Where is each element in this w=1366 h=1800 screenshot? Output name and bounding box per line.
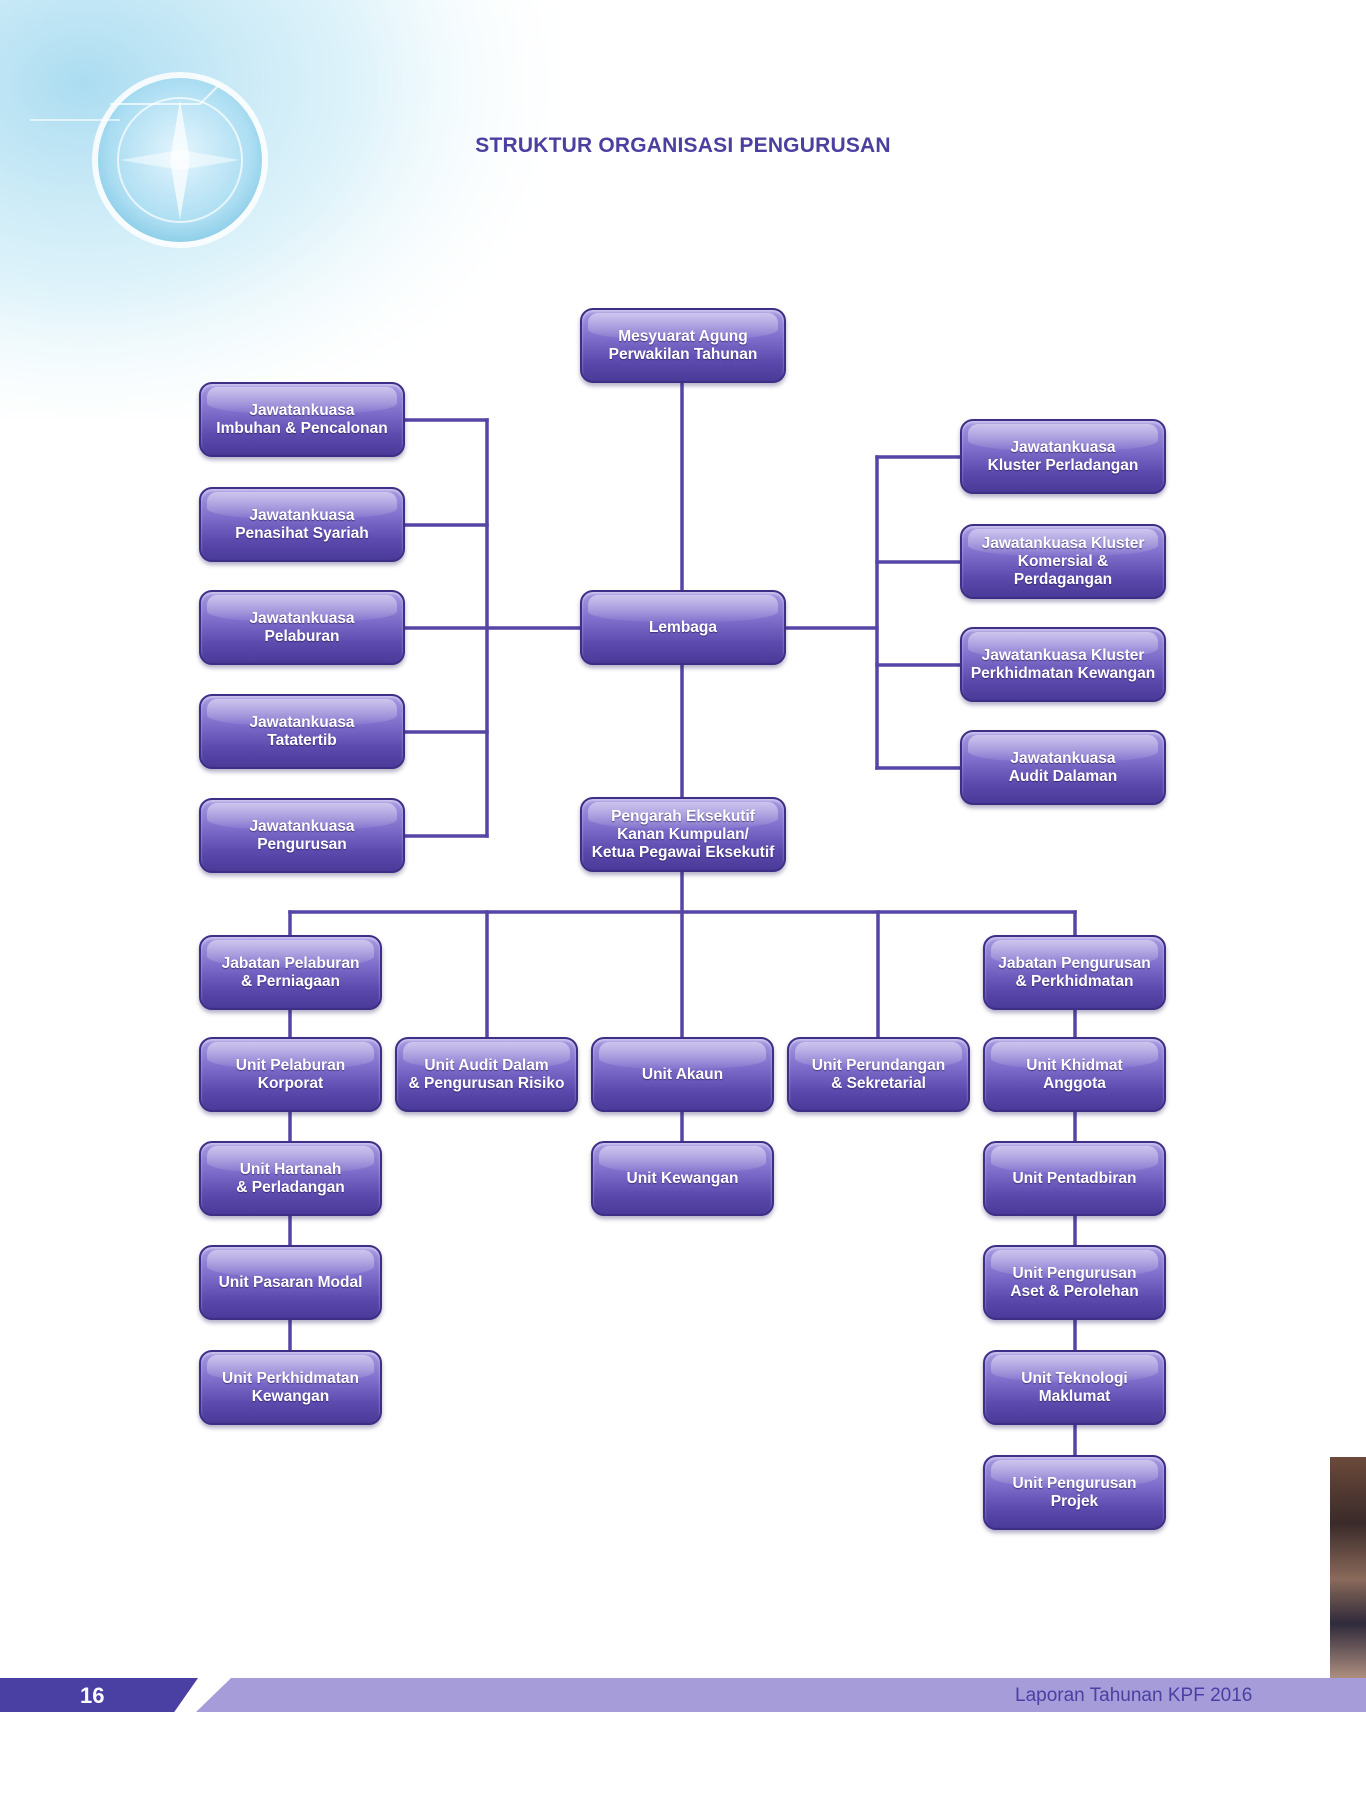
node-label: Unit Pelaburan Korporat	[235, 1056, 346, 1092]
node-label: Unit Khidmat Anggota	[1026, 1056, 1123, 1092]
node-label: Unit Akaun	[641, 1065, 724, 1083]
node-label: Jawatankuasa Pengurusan	[249, 817, 355, 853]
node-label: Unit Kewangan	[626, 1169, 739, 1187]
node-label: Pengarah Eksekutif Kanan Kumpulan/ Ketua…	[591, 807, 775, 861]
node-label: Unit Pengurusan Projek	[1012, 1474, 1137, 1510]
node-jk-tatatertib: Jawatankuasa Tatatertib	[199, 694, 405, 769]
node-label: Jawatankuasa Tatatertib	[249, 713, 355, 749]
node-label: Jawatankuasa Pelaburan	[249, 609, 355, 645]
node-jk-syariah: Jawatankuasa Penasihat Syariah	[199, 487, 405, 562]
node-unit-pengurusan-projek: Unit Pengurusan Projek	[983, 1455, 1166, 1530]
node-unit-teknologi-maklumat: Unit Teknologi Maklumat	[983, 1350, 1166, 1425]
node-mesyuarat-agung: Mesyuarat Agung Perwakilan Tahunan	[580, 308, 786, 383]
page-number: 16	[80, 1683, 105, 1708]
node-unit-pasaran-modal: Unit Pasaran Modal	[199, 1245, 382, 1320]
node-unit-akaun: Unit Akaun	[591, 1037, 774, 1112]
node-jabatan-pengurusan: Jabatan Pengurusan & Perkhidmatan	[983, 935, 1166, 1010]
node-label: Jawatankuasa Imbuhan & Pencalonan	[216, 401, 388, 437]
node-label: Jawatankuasa Penasihat Syariah	[235, 506, 369, 542]
node-label: Unit Perkhidmatan Kewangan	[222, 1369, 359, 1405]
node-unit-khidmat-anggota: Unit Khidmat Anggota	[983, 1037, 1166, 1112]
node-jk-pengurusan: Jawatankuasa Pengurusan	[199, 798, 405, 873]
node-jabatan-pelaburan: Jabatan Pelaburan & Perniagaan	[199, 935, 382, 1010]
node-jk-perladangan: Jawatankuasa Kluster Perladangan	[960, 419, 1166, 494]
photo-strip-image	[1330, 1457, 1366, 1679]
node-jk-kewangan: Jawatankuasa Kluster Perkhidmatan Kewang…	[960, 627, 1166, 702]
report-title: Laporan Tahunan KPF 2016	[1015, 1685, 1253, 1706]
footer-bar-right	[196, 1678, 1366, 1712]
node-jk-komersial: Jawatankuasa Kluster Komersial & Perdaga…	[960, 524, 1166, 599]
node-ceo: Pengarah Eksekutif Kanan Kumpulan/ Ketua…	[580, 797, 786, 872]
node-jk-audit: Jawatankuasa Audit Dalaman	[960, 730, 1166, 805]
node-lembaga: Lembaga	[580, 590, 786, 665]
page-title: STRUKTUR ORGANISASI PENGURUSAN	[475, 134, 891, 157]
node-unit-perkhidmatan-kewangan: Unit Perkhidmatan Kewangan	[199, 1350, 382, 1425]
node-unit-hartanah: Unit Hartanah & Perladangan	[199, 1141, 382, 1216]
node-jk-imbuhan: Jawatankuasa Imbuhan & Pencalonan	[199, 382, 405, 457]
node-unit-pentadbiran: Unit Pentadbiran	[983, 1141, 1166, 1216]
node-unit-perundangan: Unit Perundangan & Sekretarial	[787, 1037, 970, 1112]
node-label: Unit Perundangan & Sekretarial	[811, 1056, 946, 1092]
node-label: Unit Pengurusan Aset & Perolehan	[1010, 1264, 1139, 1300]
node-unit-audit-dalam: Unit Audit Dalam & Pengurusan Risiko	[395, 1037, 578, 1112]
node-label: Jawatankuasa Kluster Perladangan	[987, 438, 1139, 474]
node-label: Mesyuarat Agung Perwakilan Tahunan	[608, 327, 758, 363]
node-label: Unit Pentadbiran	[1012, 1169, 1137, 1187]
node-unit-kewangan: Unit Kewangan	[591, 1141, 774, 1216]
node-label: Lembaga	[648, 618, 718, 636]
footer-bar-left	[0, 1678, 198, 1712]
node-label: Jawatankuasa Audit Dalaman	[1008, 749, 1118, 785]
node-label: Jawatankuasa Kluster Komersial & Perdaga…	[981, 534, 1145, 588]
node-unit-pengurusan-aset: Unit Pengurusan Aset & Perolehan	[983, 1245, 1166, 1320]
node-label: Jabatan Pengurusan & Perkhidmatan	[998, 954, 1151, 990]
node-label: Jawatankuasa Kluster Perkhidmatan Kewang…	[970, 646, 1156, 682]
node-label: Jabatan Pelaburan & Perniagaan	[221, 954, 360, 990]
node-jk-pelaburan: Jawatankuasa Pelaburan	[199, 590, 405, 665]
node-unit-pelaburan-korporat: Unit Pelaburan Korporat	[199, 1037, 382, 1112]
node-label: Unit Teknologi Maklumat	[1021, 1369, 1128, 1405]
node-label: Unit Pasaran Modal	[218, 1273, 363, 1291]
node-label: Unit Audit Dalam & Pengurusan Risiko	[408, 1056, 565, 1092]
node-label: Unit Hartanah & Perladangan	[236, 1160, 345, 1196]
